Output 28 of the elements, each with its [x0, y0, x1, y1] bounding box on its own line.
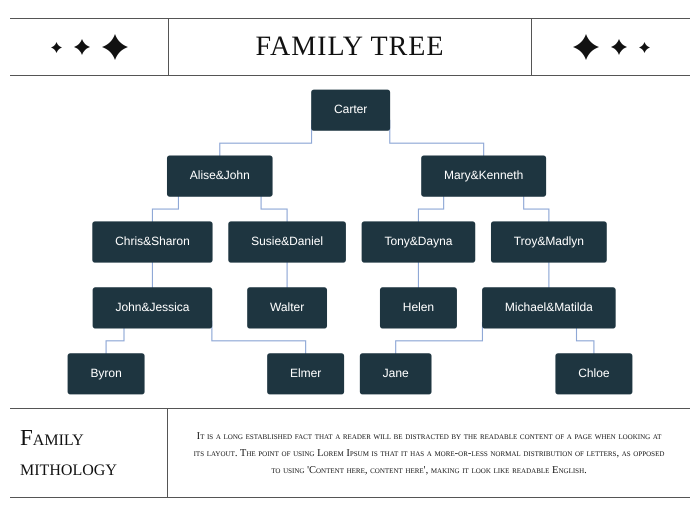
node-box: Helen	[380, 287, 457, 328]
node-box: Walter	[247, 287, 328, 328]
connector	[286, 262, 288, 288]
node-box: Mary&Kenneth	[421, 156, 546, 197]
node-box: Tony&Dayna	[362, 221, 476, 263]
node-box: Byron	[68, 353, 145, 394]
node-box: Alise&John	[166, 156, 273, 197]
node-box: John&Jessica	[92, 287, 212, 328]
paragraph: It is a long established fact that a reader will be distracted by the readable content of a page when looking at its layout. The point of using Lorem Ipsum is that it has a more-or-less normal distribution of letters, as opposed to using 'Content here, content here', making it look like readable English.	[192, 430, 666, 478]
connector	[576, 328, 594, 354]
node-box: Carter	[311, 90, 390, 131]
node-box: Jane	[360, 353, 432, 394]
connector	[523, 196, 550, 222]
node-box: Michael&Matilda	[482, 287, 616, 328]
connector	[418, 196, 444, 222]
node-box: Chris&Sharon	[92, 221, 213, 263]
section-heading: Family mithology	[20, 424, 118, 482]
node-box: Elmer	[267, 353, 344, 394]
node-box: Susie&Daniel	[228, 221, 346, 263]
connector	[418, 262, 419, 288]
connector	[106, 328, 125, 354]
connector	[152, 196, 180, 222]
connector	[260, 196, 288, 222]
node-box: Troy&Madlyn	[490, 221, 607, 263]
node-box: Chloe	[555, 353, 632, 394]
connector	[152, 262, 153, 288]
title: FAMILY TREE	[256, 31, 444, 63]
connector	[548, 262, 550, 288]
